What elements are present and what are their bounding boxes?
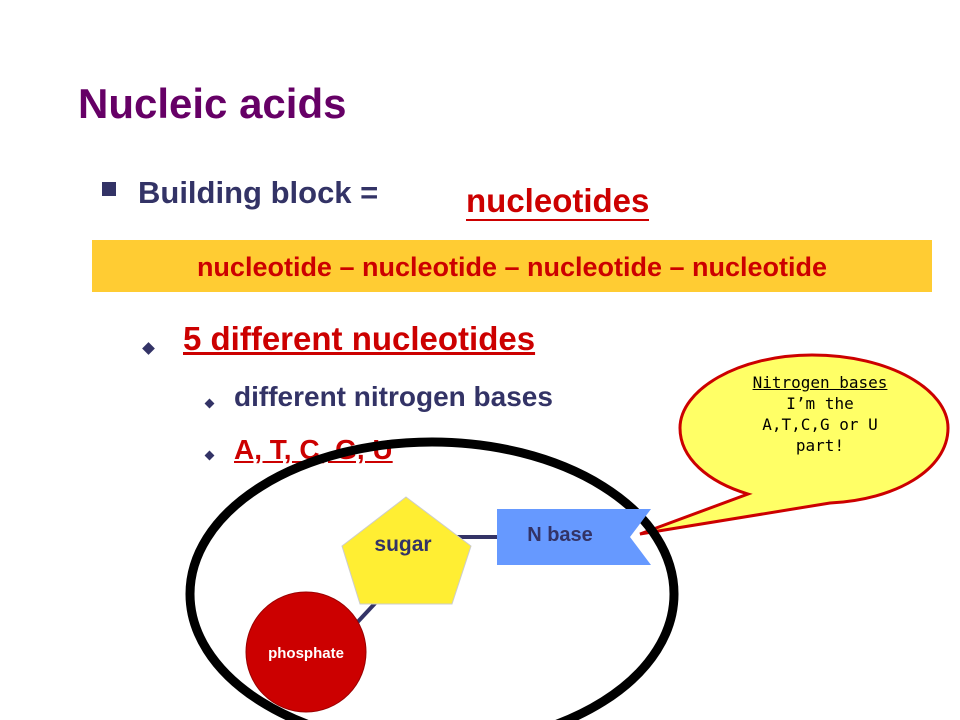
nucleotide-chain-text: nucleotide – nucleotide – nucleotide – n… <box>196 252 828 282</box>
square-bullet-icon <box>102 182 116 196</box>
nbase-label: N base <box>527 524 593 546</box>
slide-title: Nucleic acids <box>78 80 347 127</box>
nucleotide-chain-bar: nucleotide – nucleotide – nucleotide – n… <box>92 240 932 292</box>
callout-line-4: part! <box>795 436 845 455</box>
nbase-shape <box>497 509 651 565</box>
callout-text: Nitrogen bases I’m the A,T,C,G or U part… <box>700 372 940 456</box>
phosphate-label: phosphate <box>268 645 344 662</box>
nucleotide-ring <box>185 437 679 720</box>
sugar-label: sugar <box>374 533 432 556</box>
sugar-pentagon <box>341 496 472 605</box>
building-block-answer: nucleotides <box>466 182 650 221</box>
callout-line-3: A,T,C,G or U <box>762 415 878 434</box>
sub-bullet-text: 5 different nucleotides <box>183 320 536 357</box>
callout-line-1: Nitrogen bases <box>752 373 888 392</box>
callout-bubble <box>639 353 950 536</box>
sub-sub-bullet-bases: different nitrogen bases <box>234 381 553 412</box>
callout-line-2: I’m the <box>786 394 854 413</box>
building-block-label: Building block = <box>138 175 379 210</box>
phosphate-circle <box>245 591 367 713</box>
